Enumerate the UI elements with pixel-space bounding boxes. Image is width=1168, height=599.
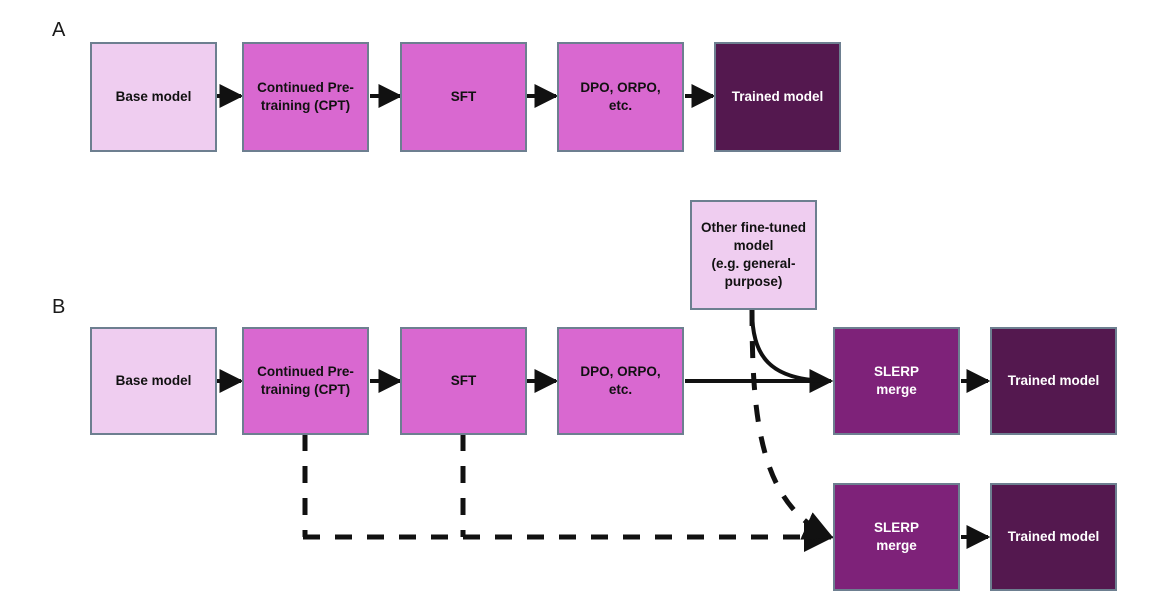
node-a-preference: DPO, ORPO, etc. [557,42,684,152]
dashed-curve-b-other-to-slerp-bottom [749,308,834,540]
node-b-trained-model-top: Trained model [990,327,1117,435]
node-b-base-model: Base model [90,327,217,435]
panel-label-a: A [52,19,66,41]
node-a-cpt: Continued Pre- training (CPT) [242,42,369,152]
node-b-trained-model-bottom: Trained model [990,483,1117,591]
curve-b-other-to-slerp-top [750,308,832,383]
node-b-sft: SFT [400,327,527,435]
node-a-sft: SFT [400,42,527,152]
node-b-cpt: Continued Pre- training (CPT) [242,327,369,435]
node-b-other-finetuned: Other fine-tuned model (e.g. general- pu… [690,200,817,310]
node-a-base-model: Base model [90,42,217,152]
panel-label-b: B [52,296,66,318]
node-b-preference: DPO, ORPO, etc. [557,327,684,435]
node-a-trained-model: Trained model [714,42,841,152]
node-b-slerp-merge-bottom: SLERP merge [833,483,960,591]
node-b-slerp-merge-top: SLERP merge [833,327,960,435]
